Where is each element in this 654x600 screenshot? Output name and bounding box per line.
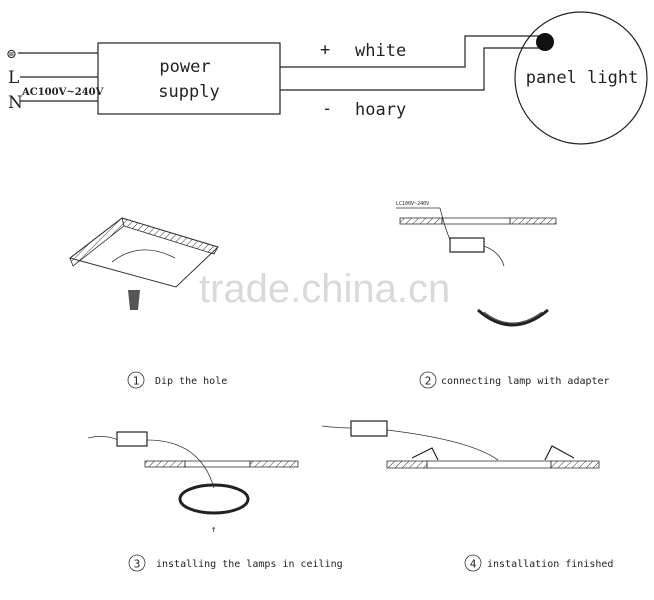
- connector-dot-icon: [536, 33, 554, 51]
- power-supply-label-line1: power: [159, 57, 210, 77]
- negative-sign: -: [322, 99, 332, 119]
- step4-label: installation finished: [487, 559, 613, 570]
- step4-caption: 4 installation finished: [464, 554, 613, 572]
- ceiling-hole: [111, 249, 176, 263]
- step3-ceiling-left: [144, 460, 186, 468]
- panel-light-circle: [514, 11, 648, 145]
- panel-light-label: panel light: [526, 68, 639, 88]
- step-captions: 1 Dip the hole 2 connecting lamp with ad…: [127, 371, 613, 572]
- step1-illustration: [68, 217, 219, 310]
- step1-number: 1: [133, 375, 140, 388]
- power-supply-box: [97, 42, 281, 115]
- step4-ceiling-right: [550, 460, 600, 469]
- step2-ceiling-right: [509, 217, 557, 225]
- terminal-l-label: L: [8, 68, 19, 88]
- voltage-label: AC100V~240V: [21, 87, 104, 98]
- step3-ceiling-right: [249, 460, 299, 468]
- step3-illustration: ↑: [87, 431, 299, 535]
- negative-wire: [280, 47, 540, 91]
- step2-panel-ring-inner: [483, 311, 543, 324]
- step2-panel-ring: [477, 308, 549, 327]
- step2-voltage-label: LC100V~240V: [396, 201, 429, 207]
- power-supply-label-line2: supply: [158, 82, 219, 102]
- negative-wire-label: hoary: [355, 100, 406, 120]
- step3-caption: 3 installing the lamps in ceiling: [128, 554, 343, 572]
- step3-output-cable: [146, 439, 215, 489]
- step1-caption: 1 Dip the hole: [127, 371, 227, 389]
- positive-sign: +: [320, 40, 330, 60]
- step3-panel-ring: [178, 483, 250, 515]
- step4-illustration: [321, 420, 600, 469]
- step2-ceiling-left: [399, 217, 443, 225]
- step4-output-cable: [386, 429, 499, 461]
- step3-label: installing the lamps in ceiling: [156, 559, 343, 570]
- step4-ceiling-left: [386, 460, 428, 469]
- step2-output-cable: [483, 245, 505, 267]
- saw-icon: [128, 290, 140, 310]
- terminal-n-label: N: [8, 93, 23, 113]
- step3-input-wire: [87, 436, 119, 441]
- step3-push-arrow-icon: ↑: [211, 525, 216, 535]
- watermark: trade.china.cn: [199, 267, 450, 311]
- step4-spring-right: [544, 445, 575, 461]
- step2-caption: 2 connecting lamp with adapter: [419, 371, 610, 389]
- step3-ceiling-gap: [184, 460, 251, 468]
- ceiling-board-edge-right: [121, 217, 219, 255]
- step2-illustration: LC100V~240V: [396, 201, 557, 327]
- step3-driver-box: [116, 431, 148, 447]
- step3-number: 3: [134, 558, 141, 571]
- positive-wire-label: white: [355, 41, 406, 61]
- step3-number-badge: [128, 554, 146, 572]
- step4-panel-flush: [426, 460, 552, 469]
- step2-driver-box: [449, 237, 485, 253]
- step4-number-badge: [464, 554, 482, 572]
- step2-label: connecting lamp with adapter: [441, 376, 610, 387]
- step2-ceiling-gap: [441, 217, 511, 225]
- step2-number: 2: [425, 375, 432, 388]
- step1-label: Dip the hole: [155, 376, 227, 387]
- step4-spring-left: [411, 447, 439, 461]
- positive-wire: [280, 35, 540, 68]
- step4-driver-box: [350, 420, 388, 437]
- step4-input-wire: [321, 425, 353, 429]
- step4-number: 4: [470, 558, 477, 571]
- step1-number-badge: [127, 371, 145, 389]
- wiring-section: ⊜ L AC100V~240V N power supply + white -…: [6, 11, 648, 145]
- ground-terminal-icon: ⊜: [6, 47, 17, 62]
- step2-number-badge: [419, 371, 437, 389]
